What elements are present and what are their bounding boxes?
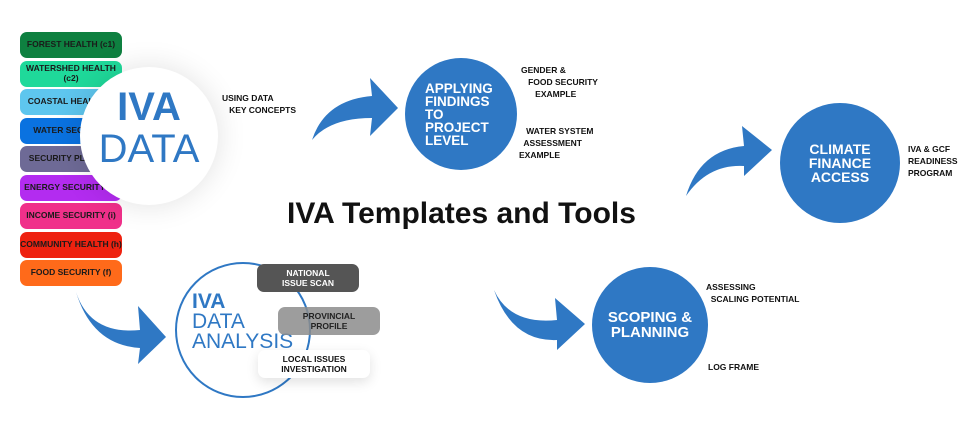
iva-data-line2: DATA — [98, 127, 200, 171]
local-issues-investigation: LOCAL ISSUES INVESTIGATION — [258, 350, 370, 378]
scoping-planning-title: SCOPING & PLANNING — [607, 309, 693, 341]
arrow-to-applying-icon — [312, 78, 398, 140]
provincial-profile: PROVINCIAL PROFILE — [278, 307, 380, 335]
arrow-to-climate-icon — [686, 126, 772, 196]
indicator-pill: FOREST HEALTH (c1) — [20, 32, 122, 58]
scoping-note-scaling: ASSESSING SCALING POTENTIAL — [706, 282, 800, 304]
arrow-to-scoping-icon — [494, 290, 585, 350]
iva-data-circle: IVA DATA — [80, 67, 218, 205]
climate-finance-circle: CLIMATE FINANCE ACCESS — [780, 103, 900, 223]
climate-note: IVA & GCF READINESS PROGRAM — [908, 144, 958, 178]
iva-data-note: USING DATA KEY CONCEPTS — [222, 93, 296, 115]
arrow-to-analysis-icon — [76, 292, 166, 364]
climate-finance-title: CLIMATE FINANCE ACCESS — [808, 141, 872, 185]
scoping-planning-circle: SCOPING & PLANNING — [592, 267, 708, 383]
analysis-line1: IVA — [192, 290, 226, 313]
applying-note-gender: GENDER & FOOD SECURITY EXAMPLE — [521, 65, 598, 99]
scoping-note-logframe: LOG FRAME — [708, 362, 759, 372]
indicator-pill: INCOME SECURITY (i) — [20, 203, 122, 229]
applying-findings-circle: APPLYING FINDINGS TO PROJECT LEVEL — [405, 58, 517, 170]
applying-note-water: WATER SYSTEM ASSESSMENT EXAMPLE — [519, 126, 594, 160]
indicator-pill: FOOD SECURITY (f) — [20, 260, 122, 286]
iva-data-line1: IVA — [117, 85, 181, 129]
indicator-pill: COMMUNITY HEALTH (h) — [20, 231, 122, 258]
analysis-line2: DATA — [192, 310, 245, 333]
applying-findings-title: APPLYING FINDINGS TO PROJECT LEVEL — [425, 80, 493, 148]
analysis-line3: ANALYSIS — [192, 330, 294, 353]
main-title: IVA Templates and Tools — [287, 197, 636, 230]
national-issue-scan: NATIONAL ISSUE SCAN — [257, 264, 359, 292]
